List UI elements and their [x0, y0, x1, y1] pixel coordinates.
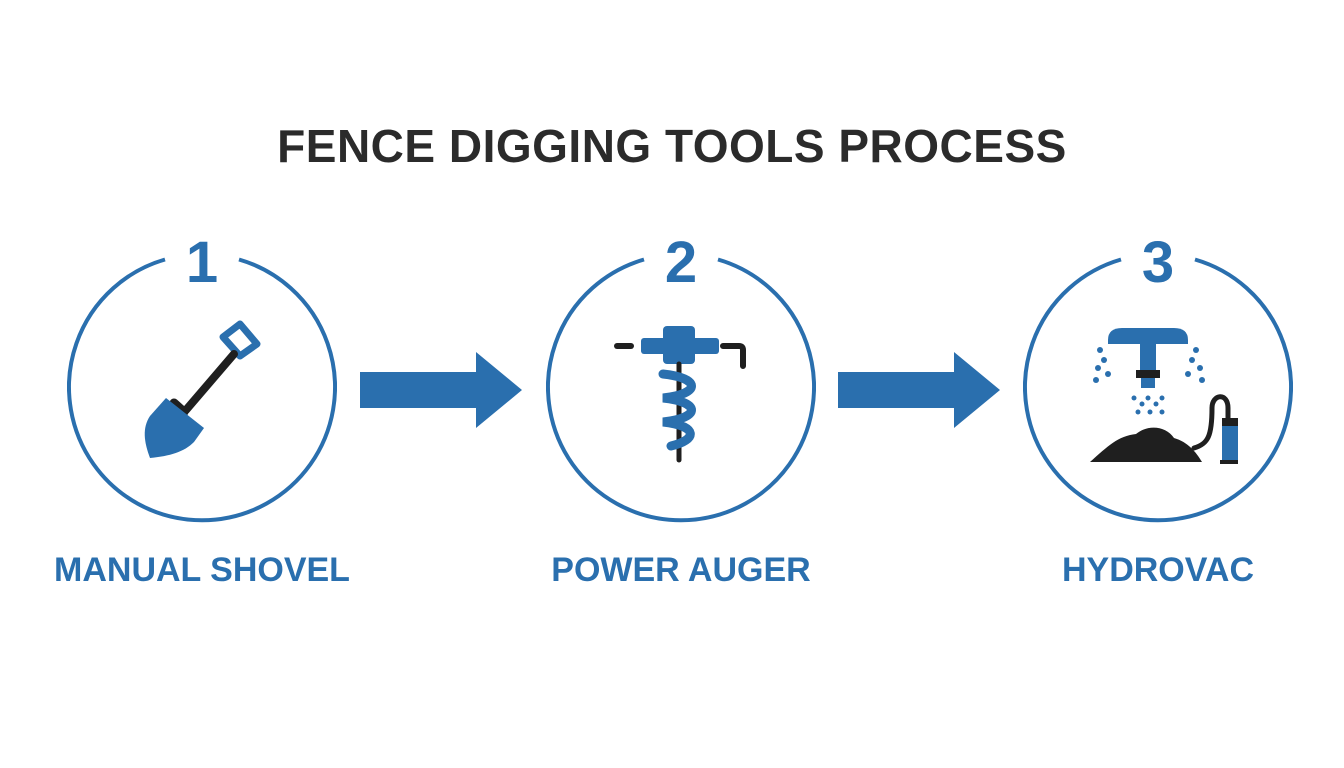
page-title: FENCE DIGGING TOOLS PROCESS	[277, 120, 1067, 172]
step-ring	[67, 257, 337, 523]
step-ring	[1023, 257, 1293, 523]
step-label: POWER AUGER	[551, 551, 811, 589]
step-2: 2 POWER AUGER	[531, 232, 831, 612]
step-3: 3 HYDROVAC	[1008, 232, 1308, 612]
step-number: 3	[1141, 230, 1175, 295]
step-1: 1 MANUAL SHOVEL	[52, 232, 352, 612]
step-ring	[546, 257, 816, 523]
auger-icon	[614, 326, 746, 463]
step-label: HYDROVAC	[1061, 551, 1255, 589]
step-number: 2	[664, 230, 698, 295]
shovel-icon	[144, 320, 261, 458]
hydrovac-icon	[1090, 328, 1238, 464]
step-number: 1	[185, 230, 219, 295]
arrow-right-icon	[360, 352, 522, 428]
step-label: MANUAL SHOVEL	[54, 551, 350, 589]
arrow-right-icon	[838, 352, 1000, 428]
